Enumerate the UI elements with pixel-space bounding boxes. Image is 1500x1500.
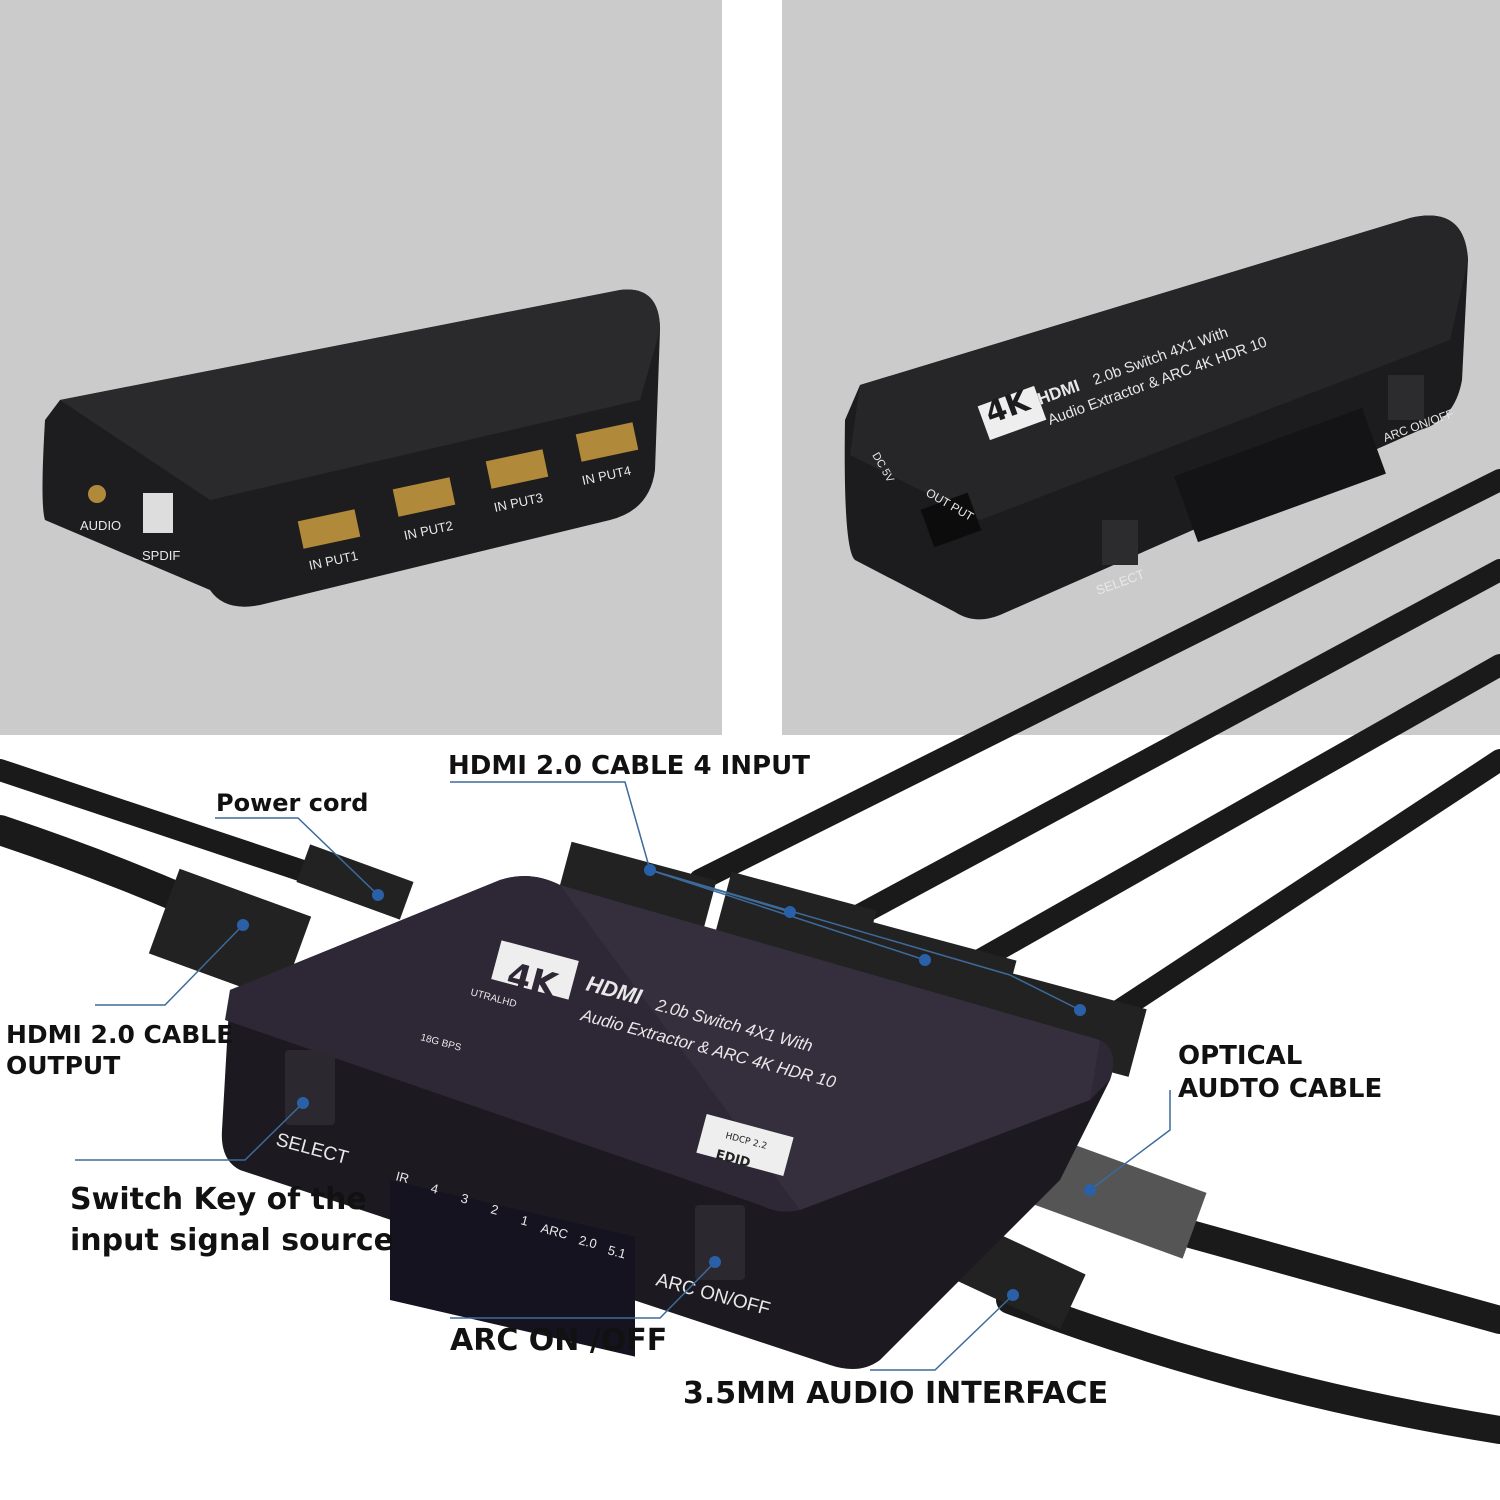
leader-lines <box>75 781 1171 1371</box>
port-label: AUDIO <box>80 518 121 533</box>
arc-button[interactable] <box>1388 375 1424 420</box>
device-back-view: AUDIO SPDIF IN PUT1 IN PUT2 IN PUT3 IN P… <box>42 289 660 607</box>
select-label: SELECT <box>1094 566 1147 597</box>
callout-line: Switch Key of the <box>70 1182 367 1217</box>
leader-dots <box>237 864 1096 1301</box>
port-label: SPDIF <box>142 548 180 563</box>
indicator-label: IR <box>394 1168 410 1186</box>
callout-arc: ARC ON /OFF <box>450 1323 668 1358</box>
callout-line: HDMI 2.0 CABLE <box>6 1020 234 1049</box>
indicator-label: 4 <box>429 1180 440 1196</box>
4k-logo <box>977 385 1047 441</box>
hdmi-port <box>485 449 549 489</box>
callout-switch-key: Switch Key of the input signal source <box>70 1180 394 1261</box>
device-front-view: 4K HDMI 2.0b Switch 4X1 With Audio Extra… <box>844 215 1468 620</box>
output-port <box>920 492 982 548</box>
callout-hdmi-output: HDMI 2.0 CABLE OUTPUT <box>6 1019 233 1082</box>
hdmi-port <box>575 422 639 462</box>
indicator-label: 3 <box>459 1190 470 1206</box>
indicator-label: 2.0 <box>577 1232 598 1251</box>
audio-jack <box>88 485 106 503</box>
indicator-label: 1 <box>519 1212 530 1228</box>
4k-logo <box>491 940 579 1000</box>
callout-hdmi-input: HDMI 2.0 CABLE 4 INPUT <box>448 751 810 781</box>
hdmi-port <box>297 509 361 549</box>
callout-power-cord: Power cord <box>216 789 369 817</box>
indicator-label: 2 <box>489 1201 500 1217</box>
callout-line: OPTICAL <box>1178 1041 1303 1071</box>
callout-optical: OPTICAL AUDTO CABLE <box>1178 1040 1382 1105</box>
callout-audio-interface: 3.5MM AUDIO INTERFACE <box>683 1376 1109 1411</box>
indicator-window <box>390 1180 635 1357</box>
callout-line: OUTPUT <box>6 1051 121 1081</box>
indicator-label: 5.1 <box>606 1242 627 1261</box>
spdif-port <box>143 493 173 533</box>
edid-badge <box>696 1114 794 1176</box>
indicator-window <box>1174 407 1386 543</box>
select-button[interactable] <box>285 1050 335 1125</box>
indicator-label: ARC <box>539 1220 569 1242</box>
hdmi-port <box>392 477 456 517</box>
callout-line: input signal source <box>70 1222 394 1258</box>
device-main-view: 4K UTRALHD HDMI 2.0b Switch 4X1 With Aud… <box>221 876 1114 1369</box>
arc-button[interactable] <box>695 1205 745 1280</box>
callout-line: AUDTO CABLE <box>1178 1073 1383 1104</box>
select-button[interactable] <box>1102 520 1138 565</box>
